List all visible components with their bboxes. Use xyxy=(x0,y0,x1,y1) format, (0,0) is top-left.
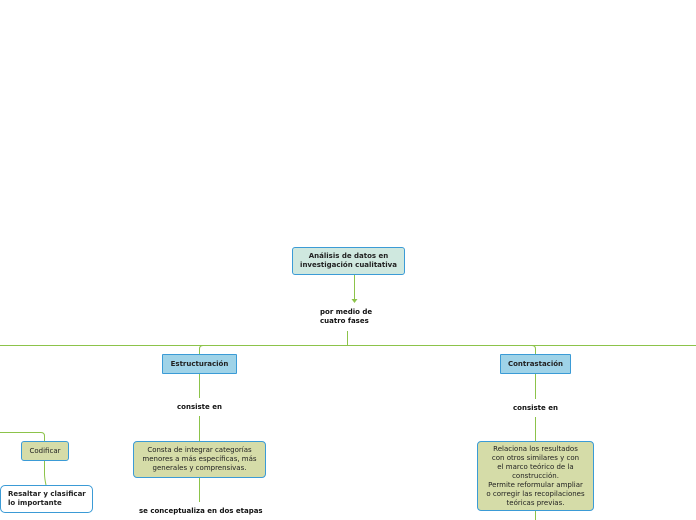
node-contrastacion[interactable]: Contrastación xyxy=(500,354,571,374)
desc-line: menores a más específicas, más xyxy=(142,455,257,463)
child-line-2: lo importante xyxy=(8,499,62,507)
desc-line: Relaciona los resultados xyxy=(493,444,578,453)
node-resaltar-clasificar[interactable]: Resaltar y clasificar lo importante xyxy=(0,485,93,513)
node-codificar-label: Codificar xyxy=(29,446,61,455)
node-contrastacion-desc[interactable]: Relaciona los resultados con otros simil… xyxy=(477,441,594,511)
desc-line: generales y comprensivas. xyxy=(152,464,247,472)
desc-line: el marco teórico de la xyxy=(497,462,574,471)
desc-line: construcción. xyxy=(512,471,559,480)
link-label-contrastacion-consiste: consiste en xyxy=(513,404,558,412)
link-label-line-2: cuatro fases xyxy=(320,317,369,325)
desc-line: Permite reformular ampliar xyxy=(488,480,583,489)
node-estructuracion-label: Estructuración xyxy=(170,359,229,368)
desc-line: teóricas previas. xyxy=(506,498,565,507)
root-line-1: Análisis de datos en xyxy=(308,252,389,260)
desc-line: con otros similares y con xyxy=(491,453,580,462)
desc-line: o corregir las recopilaciones xyxy=(486,489,585,498)
root-line-2: investigación cualitativa xyxy=(300,261,397,269)
node-estructuracion-desc[interactable]: Consta de integrar categorías menores a … xyxy=(133,441,266,478)
connector-to-contrastacion xyxy=(531,345,536,354)
root-node-analisis-de-datos[interactable]: Análisis de datos en investigación cuali… xyxy=(292,247,405,275)
desc-line: Consta de integrar categorías xyxy=(147,446,252,454)
child-line-1: Resaltar y clasificar xyxy=(8,490,86,498)
arrow-head-icon xyxy=(351,299,358,303)
link-label-estructuracion-consiste: consiste en xyxy=(177,403,222,411)
connector-to-codificar xyxy=(0,432,45,441)
node-contrastacion-label: Contrastación xyxy=(507,359,564,368)
node-codificar[interactable]: Codificar xyxy=(21,441,69,461)
connector-to-estructuracion xyxy=(199,345,204,354)
node-estructuracion[interactable]: Estructuración xyxy=(162,354,237,374)
link-label-etapas: se conceptualiza en dos etapas xyxy=(139,507,263,515)
link-label-por-medio: por medio de cuatro fases xyxy=(320,308,372,326)
link-label-line-1: por medio de xyxy=(320,308,373,316)
